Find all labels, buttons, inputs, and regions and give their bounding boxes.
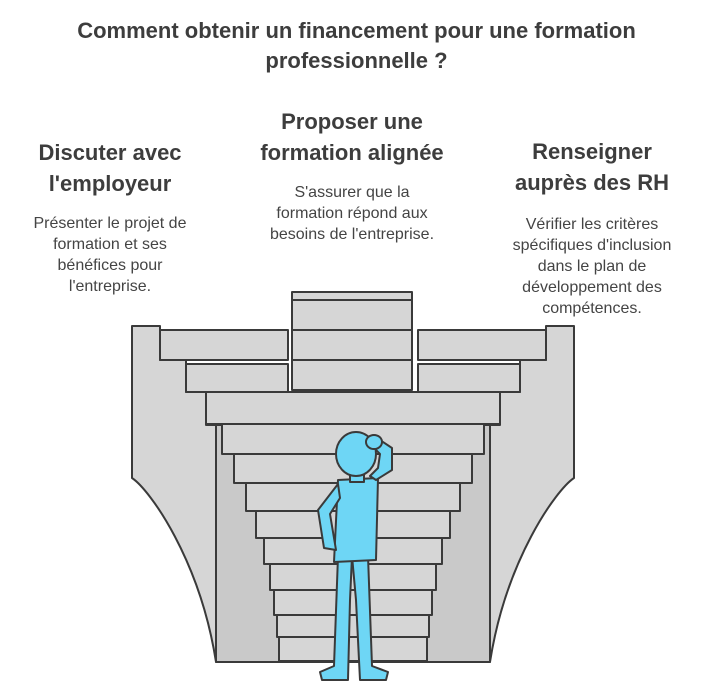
left-step — [185, 363, 289, 393]
hand — [365, 434, 383, 450]
option-heading: Proposer une formation alignée — [240, 106, 464, 168]
desc-line: l'entreprise. — [68, 278, 152, 295]
desc-line: Vérifier les critères — [525, 216, 659, 233]
heading-line: Proposer une — [281, 109, 423, 134]
diagram-title: Comment obtenir un financement pour une … — [0, 16, 713, 76]
desc-line: développement des — [522, 279, 662, 296]
option-propose-training: Proposer une formation alignée S'assurer… — [240, 106, 464, 245]
left-step — [159, 329, 289, 361]
title-line-2: professionnelle ? — [265, 48, 448, 73]
torso — [333, 477, 379, 563]
option-heading: Renseigner auprès des RH — [490, 136, 694, 198]
option-description: S'assurer que la formation répond aux be… — [240, 182, 464, 245]
center-tower — [291, 291, 413, 391]
person-figure — [317, 431, 393, 681]
main-step — [278, 636, 428, 662]
right-leg — [351, 555, 389, 681]
right-step — [417, 329, 547, 361]
option-description: Présenter le projet de formation et ses … — [14, 213, 206, 297]
desc-line: Présenter le projet de — [33, 215, 187, 232]
heading-line: formation alignée — [260, 140, 444, 165]
desc-line: bénéfices pour — [57, 257, 163, 274]
option-description: Vérifier les critères spécifiques d'incl… — [490, 214, 694, 319]
desc-line: formation et ses — [53, 236, 167, 253]
desc-line: spécifiques d'inclusion — [512, 237, 672, 254]
option-heading: Discuter avec l'employeur — [14, 137, 206, 199]
main-step — [205, 391, 501, 425]
heading-line: Renseigner — [532, 139, 652, 164]
option-ask-hr: Renseigner auprès des RH Vérifier les cr… — [490, 136, 694, 319]
right-step — [417, 363, 521, 393]
desc-line: formation répond aux — [276, 205, 428, 222]
title-line-1: Comment obtenir un financement pour une … — [77, 18, 636, 43]
desc-line: besoins de l'entreprise. — [269, 226, 435, 243]
desc-line: S'assurer que la — [294, 184, 410, 201]
left-arm — [317, 483, 341, 551]
heading-line: auprès des RH — [514, 170, 670, 195]
heading-line: l'employeur — [48, 171, 172, 196]
desc-line: compétences. — [542, 300, 642, 317]
main-step — [276, 614, 430, 638]
main-step — [273, 589, 433, 616]
heading-line: Discuter avec — [38, 140, 182, 165]
option-discuss-employer: Discuter avec l'employeur Présenter le p… — [14, 137, 206, 297]
desc-line: dans le plan de — [537, 258, 647, 275]
